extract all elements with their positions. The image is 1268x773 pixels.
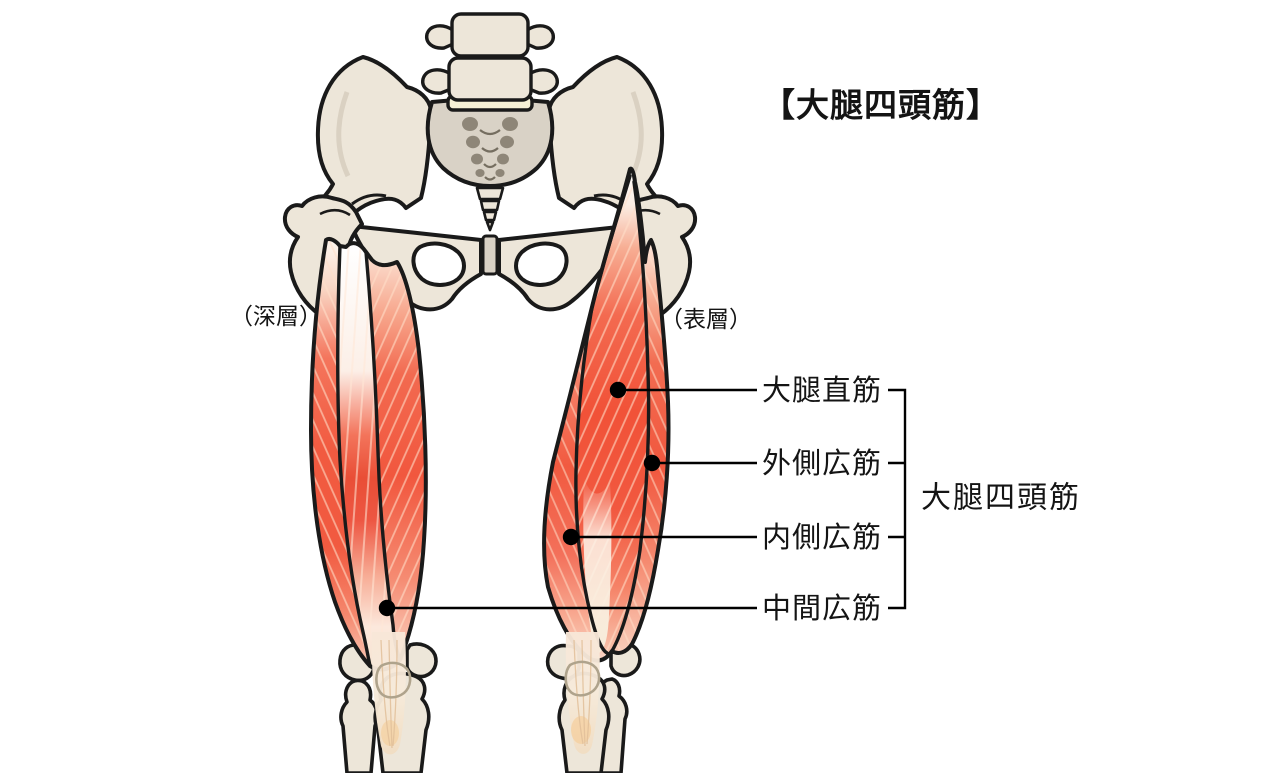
label-vastus-lateralis: 外側広筋: [762, 447, 882, 480]
muscle-divider: [336, 244, 372, 668]
patella-left: [375, 661, 412, 699]
ilium-left: [307, 55, 433, 232]
muscle-outline-right-leg: [542, 166, 671, 663]
sacral-foramina: [462, 117, 518, 177]
vertebra-body-1: [450, 12, 530, 58]
caption-superficial-layer: （表層）: [660, 306, 752, 332]
marker-dot-rectus-femoris: [609, 381, 627, 399]
figure-title: 【大腿四頭筋】: [762, 87, 1000, 124]
label-vastus-medialis: 内側広筋: [762, 521, 882, 554]
muscle-superficial-layer-right-leg: [542, 166, 671, 754]
pubic-symphysis: [481, 234, 499, 276]
muscle-divider: [610, 180, 651, 653]
leader-lines: [378, 381, 907, 617]
text-layer: 【大腿四頭筋】 （深層） （表層） 大腿直筋 外側広筋 内側広筋 中間広筋 大腿…: [230, 87, 1081, 626]
muscle-deep-layer-left-leg: [309, 236, 428, 755]
patella-right: [564, 660, 601, 697]
caption-deep-layer: （深層）: [230, 303, 322, 329]
marker-dot-vastus-lateralis: [643, 454, 661, 472]
sacrum: [425, 95, 555, 188]
muscle-outline-left-leg: [309, 236, 428, 672]
marker-dot-vastus-medialis: [562, 528, 580, 546]
coccyx: [475, 186, 505, 232]
group-bracket: [888, 388, 907, 610]
marker-dot-vastus-intermedius: [378, 599, 396, 617]
fibula-left: [339, 678, 379, 773]
lumbar-spine: [421, 12, 559, 112]
femur-condyle-medial-left: [405, 642, 438, 679]
label-vastus-intermedius: 中間広筋: [762, 592, 882, 625]
label-quadriceps-group: 大腿四頭筋: [921, 482, 1081, 515]
vertebra-body-2: [447, 56, 533, 102]
label-rectus-femoris: 大腿直筋: [762, 374, 882, 407]
